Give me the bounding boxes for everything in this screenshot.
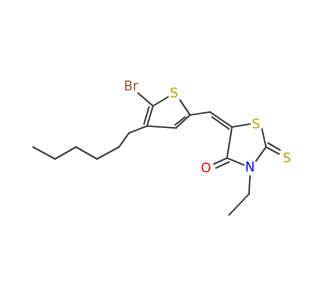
bond-c-c-double: [209, 111, 233, 128]
bond-c-c: [189, 111, 211, 116]
bond-s-c: [261, 128, 267, 148]
bromine-atom-label: Br: [124, 80, 139, 95]
bond-c-n: [255, 146, 267, 162]
bond-c-c: [226, 126, 233, 159]
bond-c-c: [128, 125, 148, 134]
thiazolidine-ring: [213, 123, 281, 169]
thione-sulfur-atom-label: S: [283, 152, 291, 167]
bond-n-c: [248, 175, 251, 195]
bond-c-c-double-inner: [211, 116, 230, 130]
bond-c-s-double-inner: [267, 142, 281, 151]
bond-s-c: [179, 99, 191, 116]
bond-c-c: [228, 193, 250, 216]
oxygen-atom-label: O: [201, 162, 211, 177]
bond-c-s: [152, 96, 169, 107]
molecular-structure-diagram: Br S S S O N: [32, 80, 291, 216]
bond-c-c-double: [175, 114, 191, 129]
methylidene-bridge: [189, 111, 233, 130]
bond-c-c: [146, 125, 177, 129]
bond-c-c-double: [143, 106, 150, 125]
bond-c-c: [54, 146, 77, 160]
nitrogen-atom-label: N: [245, 161, 255, 176]
bond-c-c: [75, 146, 98, 160]
hexyl-chain: [32, 125, 148, 160]
bond-c-c: [118, 132, 130, 148]
bond-c-o: [213, 157, 228, 165]
bond-c-c: [96, 146, 120, 160]
bond-c-c: [32, 146, 56, 160]
bond-c-o-double: [215, 161, 230, 169]
bond-n-c: [226, 157, 245, 166]
ethyl-group: [228, 175, 251, 216]
bond-c-s: [231, 123, 251, 128]
ring-sulfur-atom-label: S: [252, 118, 260, 133]
thiophene-ring: [137, 92, 191, 129]
bond-c-c: [146, 105, 154, 127]
thiophene-sulfur-atom-label: S: [170, 87, 178, 102]
bond-c-c-inner: [174, 116, 186, 126]
bond-c-br: [137, 92, 154, 107]
bond-c-s-double: [265, 146, 280, 155]
